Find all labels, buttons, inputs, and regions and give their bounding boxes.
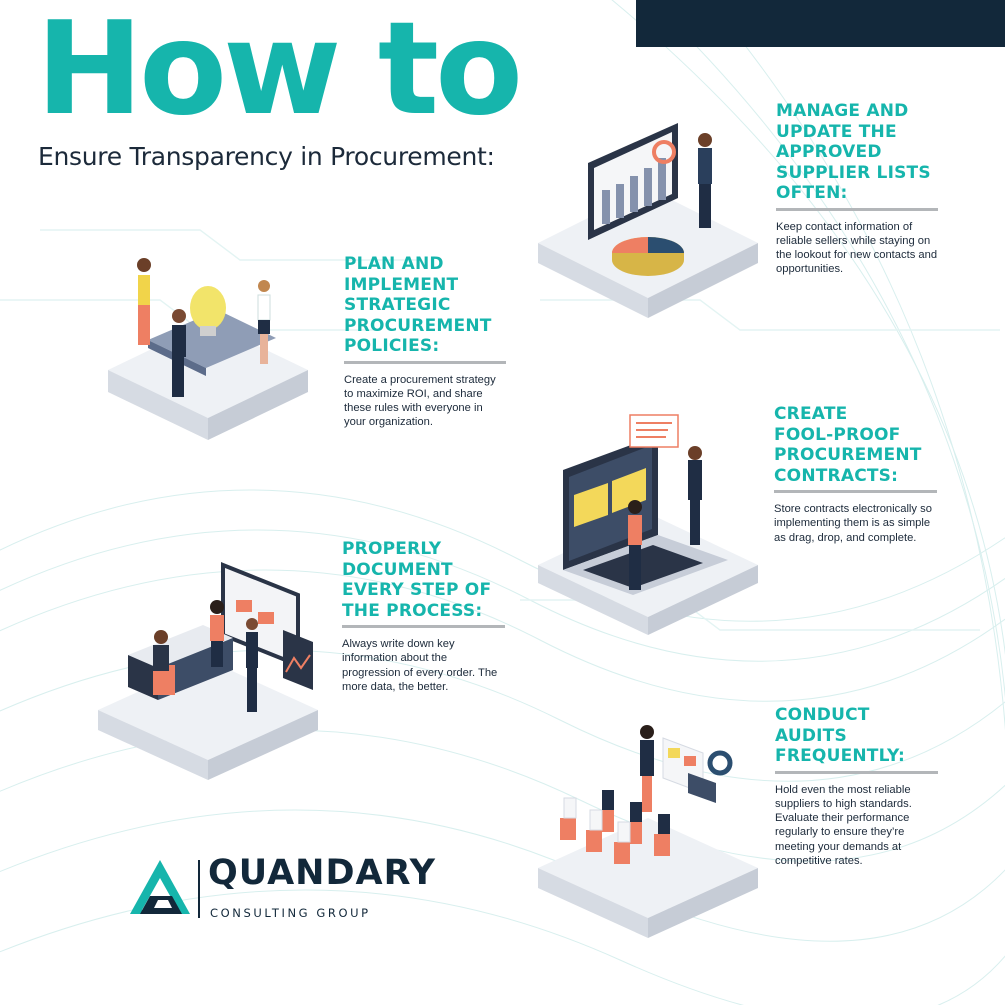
section-body: Store contracts electronically so implem… (774, 503, 932, 544)
divider (342, 625, 505, 628)
section-body: Hold even the most reliable suppliers to… (775, 783, 912, 867)
office-documentation-icon (98, 562, 318, 780)
section-audits: CONDUCT AUDITS FREQUENTLY: Hold even the… (775, 705, 938, 868)
section-heading: PLAN AND IMPLEMENT STRATEGIC PROCUREMENT… (344, 254, 492, 356)
page-subtitle: Ensure Transparency in Procurement: (38, 142, 495, 171)
section-documentation: PROPERLY DOCUMENT EVERY STEP OF THE PROC… (342, 539, 505, 694)
divider (775, 770, 938, 774)
divider (774, 490, 937, 493)
chart-analysis-icon (538, 123, 758, 318)
lightbulb-meeting-icon (108, 258, 308, 440)
top-accent-bar (636, 0, 1005, 47)
logo-name: QUANDARY (208, 853, 436, 893)
section-heading: CONDUCT AUDITS FREQUENTLY: (775, 705, 906, 766)
section-plan-policies: PLAN AND IMPLEMENT STRATEGIC PROCUREMENT… (344, 254, 506, 430)
logo-divider (198, 860, 200, 918)
section-supplier-lists: MANAGE AND UPDATE THE APPROVED SUPPLIER … (776, 101, 938, 277)
section-heading: MANAGE AND UPDATE THE APPROVED SUPPLIER … (776, 101, 931, 203)
section-body: Always write down key information about … (342, 638, 498, 693)
section-contracts: CREATE FOOL-PROOF PROCUREMENT CONTRACTS:… (774, 404, 937, 545)
presentation-audience-icon (538, 725, 758, 938)
divider (344, 360, 506, 364)
page-title: How to (36, 0, 523, 144)
section-heading: CREATE FOOL-PROOF PROCUREMENT CONTRACTS: (774, 404, 922, 486)
section-heading: PROPERLY DOCUMENT EVERY STEP OF THE PROC… (342, 539, 492, 621)
section-body: Keep contact information of reliable sel… (776, 220, 938, 276)
divider (776, 207, 938, 211)
section-body: Create a procurement strategy to maximiz… (344, 373, 496, 429)
quandary-logo-icon (130, 860, 190, 914)
laptop-contract-icon (538, 414, 758, 635)
logo-tagline: CONSULTING GROUP (210, 906, 371, 920)
